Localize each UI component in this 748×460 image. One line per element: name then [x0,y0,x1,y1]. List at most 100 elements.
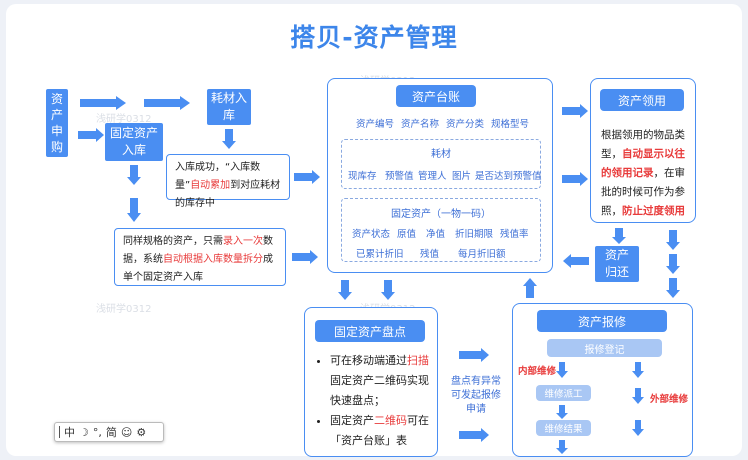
fixed-in-label: 固定资产入库 [109,126,158,157]
arrow-down [666,254,680,274]
consumable-field: 现库存 [348,171,377,182]
consumable-in-label: 耗材入库 [211,91,248,122]
fixed-field: 折旧期限 [455,229,494,240]
usage-title-label: 资产领用 [617,93,666,108]
arrow-down [632,362,644,378]
inventory-title-label: 固定资产盘点 [333,324,406,339]
fixed-in-box[interactable]: 固定资产入库 [105,123,163,161]
fixed-field: 原值 [397,229,417,240]
inventory-bullet: 固定资产二维码可在「资产台账」表 [330,411,432,451]
inventory-text-part: 固定资产 [330,414,374,427]
usage-text-part: 根据领用的物品类型， [601,129,685,160]
consumable-field: 预警值 [385,171,414,182]
arrow-left [563,254,589,268]
purchase-label: 资产申购 [50,92,63,154]
inventory-text-part: 可在移动端通过 [330,354,407,367]
repair-register-label: 报修登记 [584,344,625,356]
note-highlight: 自动根据入库数量拆分 [163,254,263,265]
fixed-field: 已累计折旧 [356,249,404,260]
arrow-right [294,170,320,184]
ledger-field: 资产名称 [401,119,440,130]
note-text: 同样规格的资产，只需 [123,236,223,247]
purchase-box[interactable]: 资产申购 [46,89,68,157]
consumable-section [341,139,541,189]
inventory-title[interactable]: 固定资产盘点 [315,320,425,342]
note-text: 到对应耗材的库存中 [175,180,281,209]
fixed-field: 残值 [420,249,440,260]
repair-dispatch[interactable]: 维修派工 [536,385,591,401]
external-repair-label: 外部维修 [650,394,689,405]
anomaly-label: 盘点有异常可发起报修申请 [451,376,501,415]
arrow-right [459,348,489,362]
note-text: 数据，系统 [123,236,273,265]
internal-repair-label: 内部维修 [518,366,557,377]
consumable-field: 是否达到预警值 [475,171,542,182]
inventory-text-part: 可在「资产台账」表 [330,414,429,447]
usage-highlight: 防止过度领用 [622,205,685,217]
arrow-down [222,129,236,149]
repair-result-label: 维修结果 [544,424,583,435]
arrow-down [127,198,141,222]
arrow-down [127,165,141,185]
arrow-right [78,128,104,142]
inventory-text: 可在移动端通过扫描固定资产二维码实现快速盘点； 固定资产二维码可在「资产台账」表 [316,351,432,451]
arrow-down [381,280,395,300]
emoji-icon[interactable]: ☺ [120,425,133,439]
fixed-section-title: 固定资产（一物一码） [391,209,491,220]
usage-text-part: ，在审批的时候可作为参照， [601,167,685,217]
ledger-field: 规格型号 [491,119,530,130]
ledger-field: 资产编号 [356,119,395,130]
note-highlight: 自动累加 [190,180,231,191]
repair-register[interactable]: 报修登记 [547,339,662,357]
fixed-section [341,198,541,262]
arrow-down [632,420,644,436]
simplified-button[interactable]: 简 [105,426,117,439]
ime-language-button[interactable]: 中 [64,426,75,439]
usage-text: 根据领用的物品类型，自动显示以往的领用记录，在审批的时候可作为参照，防止过度领用 [601,126,689,221]
arrow-down [612,228,626,244]
arrow-right [80,96,126,110]
repair-result[interactable]: 维修结果 [536,420,591,436]
ime-toolbar[interactable]: 中 ☽ °, 简 ☺ ⚙ [54,422,164,442]
gear-icon[interactable]: ⚙ [136,425,147,439]
arrow-right [459,428,489,442]
arrow-down [338,280,352,300]
watermark: 浅研学0312 [96,304,152,315]
punctuation-button[interactable]: °, [92,425,102,439]
consumable-field: 管理人 [418,171,447,182]
usage-highlight: 自动显示以往的领用记录 [601,148,685,179]
fixed-note: 同样规格的资产，只需录入一次数据，系统自动根据入库数量拆分成单个固定资产入库 [114,228,286,286]
fixed-field: 残值率 [500,229,529,240]
arrow-right [562,172,588,186]
page-title: 搭贝-资产管理 [290,23,458,52]
arrow-down [556,362,568,378]
arrow-down [666,278,680,298]
arrow-up [523,278,537,298]
arrow-down [556,440,568,454]
arrow-down [556,405,568,419]
return-box[interactable]: 资产归还 [595,246,639,282]
moon-icon[interactable]: ☽ [79,425,89,439]
ledger-field: 资产分类 [446,119,485,130]
arrow-down [632,388,644,404]
note-highlight: 录入一次 [223,236,263,247]
usage-title[interactable]: 资产领用 [600,89,684,111]
inventory-highlight: 二维码 [374,414,407,427]
note-text: 入库成功，“入库数量” [175,162,261,191]
repair-title-label: 资产报修 [577,314,626,329]
ledger-title-label: 资产台账 [411,89,460,104]
return-label: 资产归还 [604,248,629,279]
toolbar-handle[interactable] [59,426,60,438]
ledger-panel [327,78,553,273]
inventory-highlight: 扫描 [407,354,429,367]
arrow-right [292,250,318,264]
inventory-bullet: 可在移动端通过扫描固定资产二维码实现快速盘点； [330,351,432,411]
ledger-title[interactable]: 资产台账 [396,85,476,107]
arrow-down [666,230,680,250]
repair-title[interactable]: 资产报修 [537,310,667,332]
consumable-field: 图片 [452,171,472,182]
watermark: 浅研学0312 [96,114,152,125]
repair-dispatch-label: 维修派工 [544,389,583,400]
consumable-in-box[interactable]: 耗材入库 [207,89,251,125]
fixed-field: 资产状态 [352,229,391,240]
